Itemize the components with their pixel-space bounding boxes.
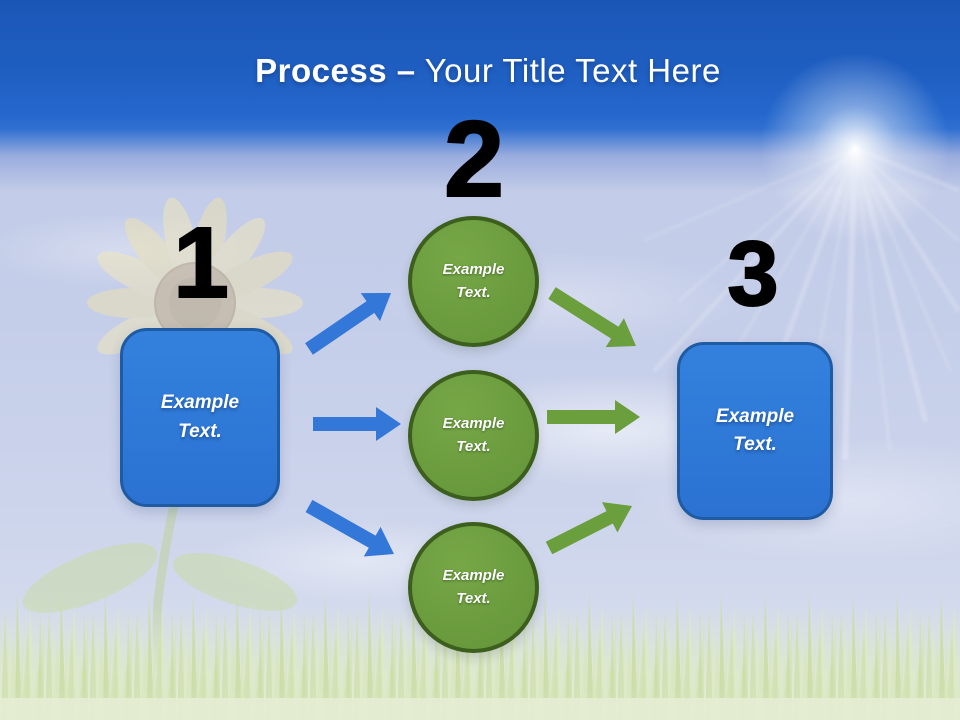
step-number-2: 2: [443, 98, 505, 219]
process-circle-middle: Example Text.: [408, 370, 539, 501]
blue-arrow-down-icon: [305, 499, 394, 557]
green-arrow-right-icon: [547, 400, 640, 434]
process-box-step1: Example Text.: [120, 328, 280, 507]
green-arrow-down-icon: [548, 287, 636, 348]
step-number-3: 3: [726, 223, 779, 325]
step-number-1: 1: [172, 207, 230, 319]
process-box-step3-label: Example Text.: [715, 405, 795, 456]
blue-arrow-right-icon: [313, 407, 401, 441]
green-arrow-up-icon: [545, 502, 632, 555]
process-circle-bottom: Example Text.: [408, 522, 539, 653]
process-circle-bottom-label: Example Text.: [442, 567, 505, 607]
slide-title: Process – Your Title Text Here: [8, 52, 960, 90]
process-circle-top: Example Text.: [408, 216, 539, 347]
blue-arrow-up-icon: [305, 293, 391, 355]
slide-title-rest: Your Title Text Here: [415, 52, 721, 89]
process-circle-middle-label: Example Text.: [442, 415, 505, 455]
slide-title-keyword: Process –: [255, 52, 416, 89]
process-box-step3: Example Text.: [677, 342, 833, 520]
process-box-step1-label: Example Text.: [160, 392, 240, 442]
process-circle-top-label: Example Text.: [442, 261, 505, 301]
